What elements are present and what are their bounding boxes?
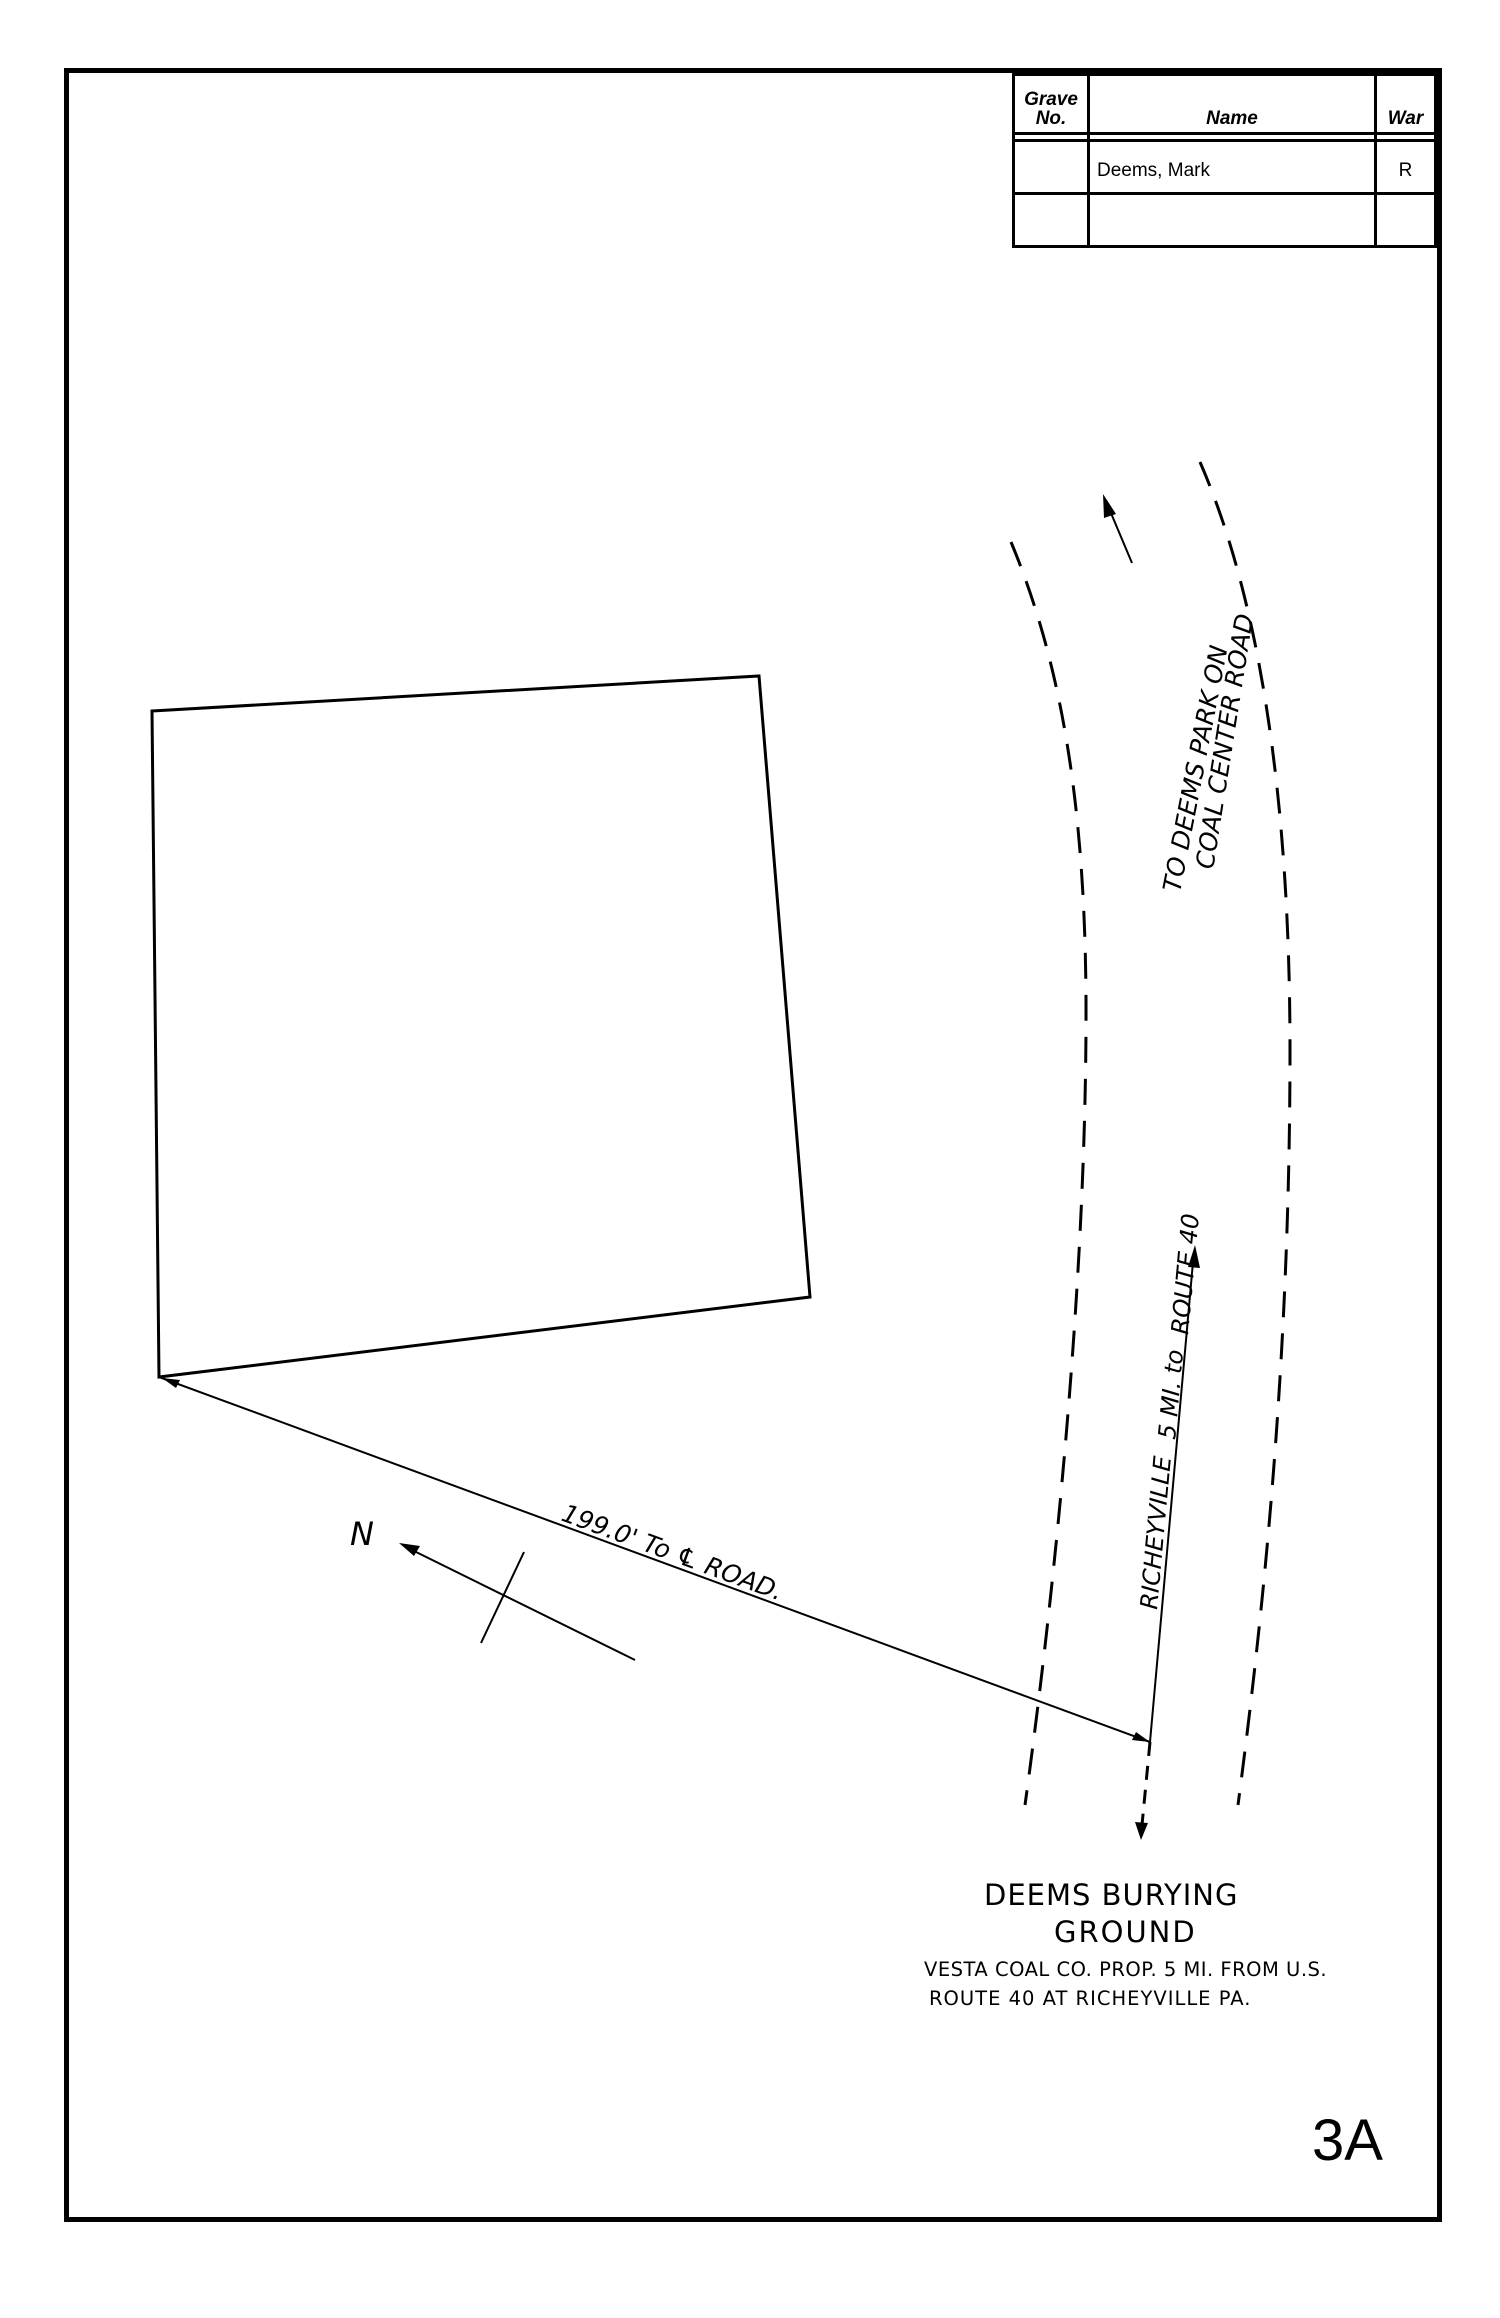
distance-line-end-arrow-icon bbox=[1132, 1732, 1150, 1742]
road-centerline-south bbox=[1140, 1741, 1152, 1826]
cell-war bbox=[1374, 192, 1437, 248]
north-road-arrow-icon bbox=[1103, 494, 1116, 518]
road-label-south-distance: 5 MI. to bbox=[1153, 1348, 1189, 1440]
cell-war: R bbox=[1374, 139, 1437, 195]
header-war: War bbox=[1374, 73, 1437, 135]
road-label-south-route: ROUTE 40 bbox=[1166, 1212, 1205, 1335]
cell-name bbox=[1087, 192, 1377, 248]
title-line-1: DEEMS BURYING bbox=[984, 1878, 1239, 1912]
route-40-arrow-icon bbox=[1188, 1245, 1200, 1268]
drawing-frame bbox=[64, 68, 1442, 2222]
header-name: Name bbox=[1087, 73, 1377, 135]
distance-line-start-arrow-icon bbox=[162, 1378, 180, 1388]
south-arrow-icon bbox=[1135, 1822, 1148, 1840]
title-line-2: GROUND bbox=[1054, 1915, 1197, 1949]
header-grave-no: Grave No. bbox=[1012, 73, 1090, 135]
cell-grave-no bbox=[1012, 192, 1090, 248]
table-row: Deems, Mark R bbox=[1012, 139, 1437, 195]
road-label-south-richeyville: RICHEYVILLE bbox=[1135, 1454, 1177, 1611]
grave-table: Grave No. Name War Deems, Mark R bbox=[1012, 73, 1437, 248]
road-centerline bbox=[1149, 1261, 1194, 1743]
title-line-4: ROUTE 40 AT RICHEYVILLE PA. bbox=[929, 1987, 1252, 2010]
burial-plot-boundary bbox=[150, 674, 812, 1379]
table-row bbox=[1012, 192, 1437, 248]
header-grave-line1: Grave bbox=[1024, 89, 1078, 110]
north-label: N bbox=[350, 1515, 374, 1553]
road-edge-left bbox=[1009, 541, 1088, 1806]
road-edge-right bbox=[1198, 461, 1292, 1806]
distance-label: 199.0' To ℄ ROAD. bbox=[558, 1498, 787, 1606]
cell-grave-no bbox=[1012, 139, 1090, 195]
header-grave-line2: No. bbox=[1035, 108, 1067, 129]
cell-name: Deems, Mark bbox=[1087, 139, 1377, 195]
title-line-3: VESTA COAL CO. PROP. 5 MI. FROM U.S. bbox=[924, 1958, 1328, 1981]
north-road-arrow-shaft bbox=[1107, 505, 1133, 564]
sheet-id: 3A bbox=[1312, 2108, 1383, 2173]
header-divider bbox=[1012, 132, 1437, 142]
grave-table-header: Grave No. Name War bbox=[1012, 73, 1437, 135]
distance-line bbox=[158, 1376, 1151, 1743]
north-arrow-icon bbox=[399, 1543, 636, 1661]
